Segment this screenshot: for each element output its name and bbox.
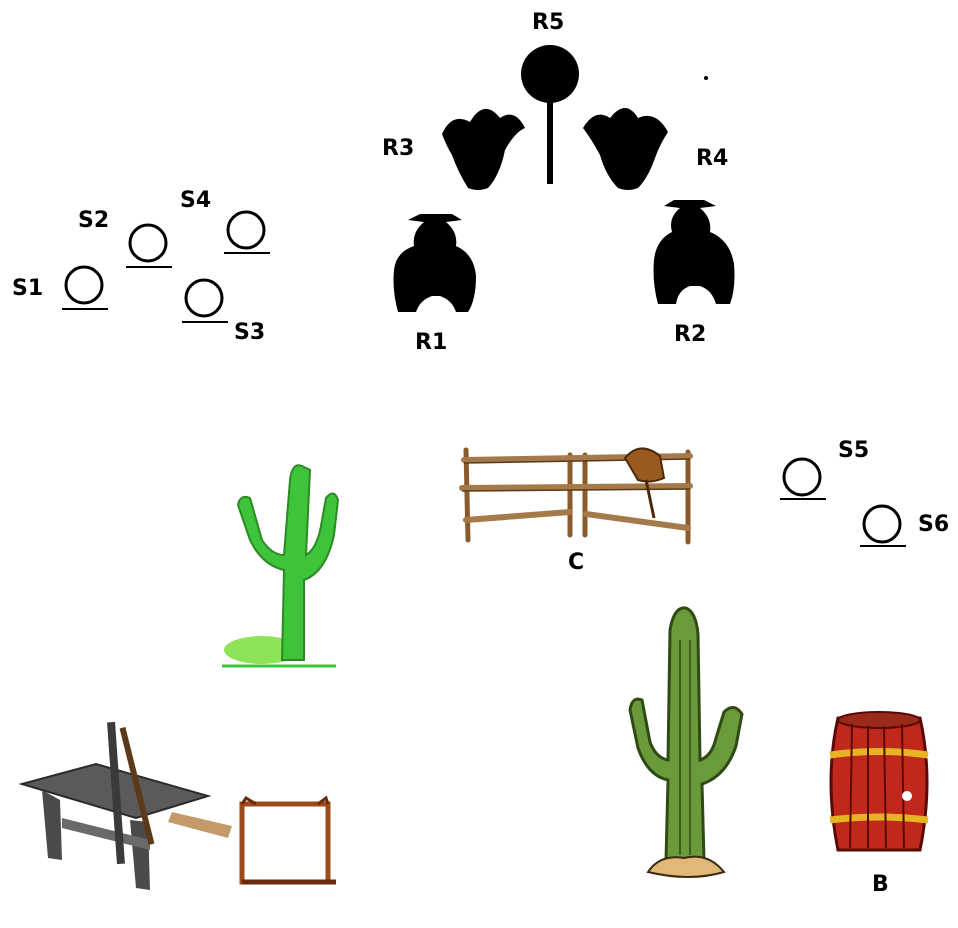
shotgun-plate-s6 bbox=[860, 506, 906, 546]
shotgun-plate-s4 bbox=[224, 212, 270, 253]
label-s3: S3 bbox=[234, 322, 265, 344]
shotgun-plate-s2 bbox=[126, 225, 172, 267]
cowboy-target-r1 bbox=[394, 214, 477, 312]
label-r3: R3 bbox=[382, 138, 414, 160]
shotgun-plate-s1 bbox=[62, 267, 108, 309]
stray-dot bbox=[704, 76, 708, 80]
label-s5: S5 bbox=[838, 440, 869, 462]
cowboy-target-r2 bbox=[654, 200, 735, 304]
label-r2: R2 bbox=[674, 324, 706, 346]
hat-target-r3 bbox=[442, 109, 525, 190]
label-c: C bbox=[568, 552, 584, 574]
label-b: B bbox=[872, 874, 889, 896]
barrel-b bbox=[830, 712, 928, 850]
label-r5: R5 bbox=[532, 12, 564, 34]
label-s1: S1 bbox=[12, 278, 43, 300]
shotgun-plate-s3 bbox=[182, 280, 228, 322]
label-s2: S2 bbox=[78, 210, 109, 232]
saguaro-cactus-dark bbox=[630, 608, 742, 877]
fence-with-saddle-c bbox=[462, 448, 690, 542]
saguaro-cactus-light bbox=[222, 465, 338, 666]
stop-plate-target-r5 bbox=[521, 45, 579, 184]
wooden-box bbox=[242, 798, 336, 882]
loading-table-with-rifle bbox=[22, 722, 232, 890]
hat-target-r4 bbox=[583, 108, 668, 190]
label-s6: S6 bbox=[918, 514, 949, 536]
label-r4: R4 bbox=[696, 148, 728, 170]
label-r1: R1 bbox=[415, 332, 447, 354]
shotgun-plate-s5 bbox=[780, 459, 826, 499]
label-s4: S4 bbox=[180, 190, 211, 212]
